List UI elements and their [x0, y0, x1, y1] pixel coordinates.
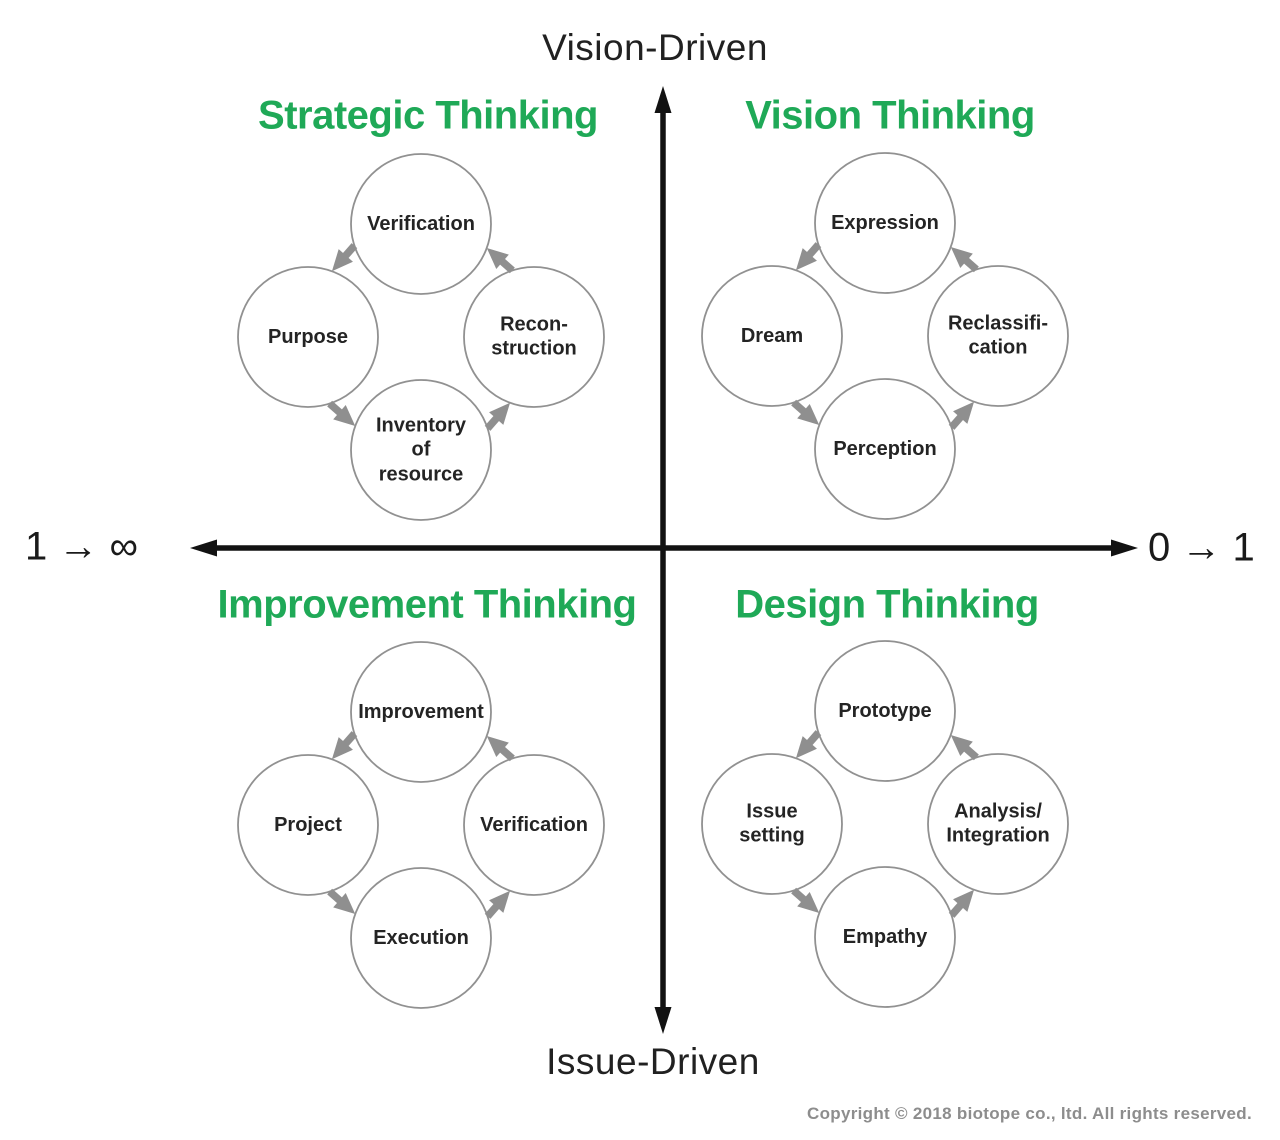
up-arrow-icon	[654, 86, 672, 113]
node-label-execution: Execution	[373, 926, 469, 949]
cycle-circle	[814, 866, 956, 1008]
cycle-circle	[463, 266, 605, 408]
node-label-improvement: Improvement	[358, 700, 484, 723]
quadrant-heading-vision: Vision Thinking	[745, 93, 1035, 138]
axis-title-bottom: Issue-Driven	[546, 1041, 760, 1082]
cycle-circle	[701, 753, 843, 895]
node-label-verification: Verification	[367, 212, 475, 235]
node-label-issue-setting: Issue setting	[739, 800, 805, 847]
axis-label-left: 1 → ∞	[25, 524, 138, 569]
cycle-arrow-icon	[797, 892, 820, 914]
cycle-circle	[350, 379, 492, 521]
cycle-circle	[237, 266, 379, 408]
cycle-arrow-icon	[797, 404, 820, 426]
cycle-circle	[237, 754, 379, 896]
axis-label-right: 0 → 1	[1148, 525, 1255, 570]
cycle-clusters	[237, 152, 1069, 1009]
node-label-reclassification: Reclassifi- cation	[947, 312, 1049, 359]
cycle-arrow-icon	[489, 402, 511, 425]
cycle-arrow-icon	[950, 246, 973, 268]
cycle-circle	[927, 265, 1069, 407]
cycle-arrow-icon	[953, 401, 975, 424]
cycle-circle	[814, 640, 956, 782]
cycle-arrow-icon	[333, 405, 356, 427]
node-label-inventory: Inventory of resource	[375, 414, 467, 486]
node-label-dream: Dream	[740, 324, 804, 347]
cycle-circle	[463, 754, 605, 896]
cycle-arrow-icon	[486, 735, 509, 757]
quadrant-heading-strategic: Strategic Thinking	[258, 93, 598, 138]
node-label-purpose: Purpose	[267, 325, 349, 348]
cycle-circle	[701, 265, 843, 407]
cycle-arrow-icon	[489, 890, 511, 913]
node-label-analysis: Analysis/ Integration	[946, 800, 1050, 847]
right-arrow-icon	[1111, 539, 1138, 557]
cycle-arrow-icon	[333, 893, 356, 915]
node-label-prototype: Prototype	[838, 699, 932, 722]
cycle-arrow-icon	[795, 736, 817, 759]
cycle-arrow-icon	[331, 737, 353, 760]
cycle-arrow-icon	[950, 734, 973, 756]
node-label-expression: Expression	[831, 211, 939, 234]
cycle-arrow-icon	[953, 889, 975, 912]
down-arrow-icon	[654, 1007, 672, 1034]
quadrant-heading-design: Design Thinking	[735, 582, 1039, 627]
cycle-arrow-icon	[331, 249, 353, 272]
cycle-circle	[350, 641, 492, 783]
node-label-project: Project	[274, 813, 342, 836]
node-label-reconstruction: Recon- struction	[491, 313, 577, 360]
cycle-circle	[927, 753, 1069, 895]
quadrant-heading-improvement: Improvement Thinking	[217, 582, 637, 627]
cycle-circle	[350, 153, 492, 295]
node-label-perception: Perception	[833, 437, 937, 460]
cycle-circle	[814, 152, 956, 294]
cycle-circle	[350, 867, 492, 1009]
copyright-notice: Copyright © 2018 biotope co., ltd. All r…	[807, 1104, 1252, 1123]
cycle-arrow-icon	[795, 248, 817, 271]
axis-title-top: Vision-Driven	[542, 27, 768, 68]
node-label-verification-2: Verification	[480, 813, 588, 836]
cycle-circle	[814, 378, 956, 520]
cycle-arrow-icon	[486, 247, 509, 269]
axes	[190, 86, 1138, 1034]
node-label-empathy: Empathy	[842, 925, 928, 948]
left-arrow-icon	[190, 539, 217, 557]
